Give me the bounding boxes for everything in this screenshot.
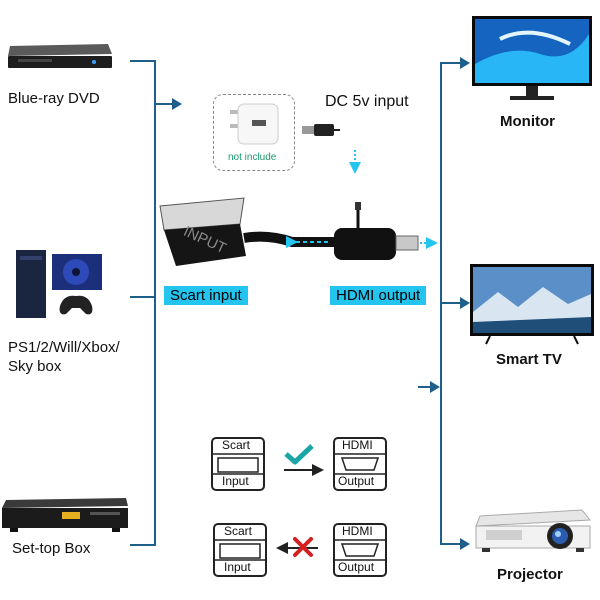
left-branch-bottom [130,544,156,546]
right-arrow-line [418,386,436,388]
right-branch-mid [440,302,464,304]
row1-from-bottom: Input [222,474,249,488]
power-label: DC 5v input [325,93,409,110]
row2-from-bottom: Input [224,560,251,574]
source-label-console-line1: PS1/2/Will/Xbox/ [8,339,120,356]
game-console-icon [16,250,102,318]
direction-row-allowed [210,436,400,492]
hdmi-output-label: HDMI output [330,286,427,305]
bluray-player-icon [8,44,112,68]
source-label-bluray: Blue-ray DVD [8,90,100,107]
right-branch-top [440,62,464,64]
smart-tv-icon [470,264,594,345]
right-branch-arrow-bottom [460,538,470,550]
left-arrow-line [156,103,176,105]
source-label-settopbox: Set-top Box [12,540,91,557]
scart-hdmi-adapter-icon: INPUT [159,197,438,266]
row1-to-top: HDMI [342,438,373,452]
row2-to-top: HDMI [342,524,373,538]
adapter-note: not include [228,152,277,163]
row2-to-bottom: Output [338,560,375,574]
output-label-projector: Projector [497,566,563,583]
row1-to-bottom: Output [338,474,375,488]
projector-icon [475,509,591,552]
left-arrow-head [172,98,182,110]
right-arrow-head [430,381,440,393]
power-adapter-frame [213,94,295,171]
source-label-console: PS1/2/Will/Xbox/ Sky box [8,338,120,376]
right-branch-bottom [440,543,464,545]
set-top-box-icon [2,498,128,532]
usb-power-adapter-icon [230,103,279,145]
left-branch-top [130,60,156,62]
output-label-smarttv: Smart TV [496,351,562,368]
left-bus-line [154,60,156,545]
left-branch-mid [130,296,156,298]
scart-input-label: Scart input [164,286,248,305]
right-branch-arrow-top [460,57,470,69]
power-down-arrow [349,150,361,174]
output-label-monitor: Monitor [500,113,555,130]
scart-connector-glyph [211,437,387,491]
monitor-icon [472,16,592,100]
check-icon [284,444,314,465]
row1-from-top: Scart [222,438,251,452]
cross-icon [293,537,313,557]
usb-plug-icon [302,124,340,136]
row2-from-top: Scart [224,524,253,538]
source-label-console-line2: Sky box [8,358,62,375]
right-branch-arrow-mid [460,297,470,309]
